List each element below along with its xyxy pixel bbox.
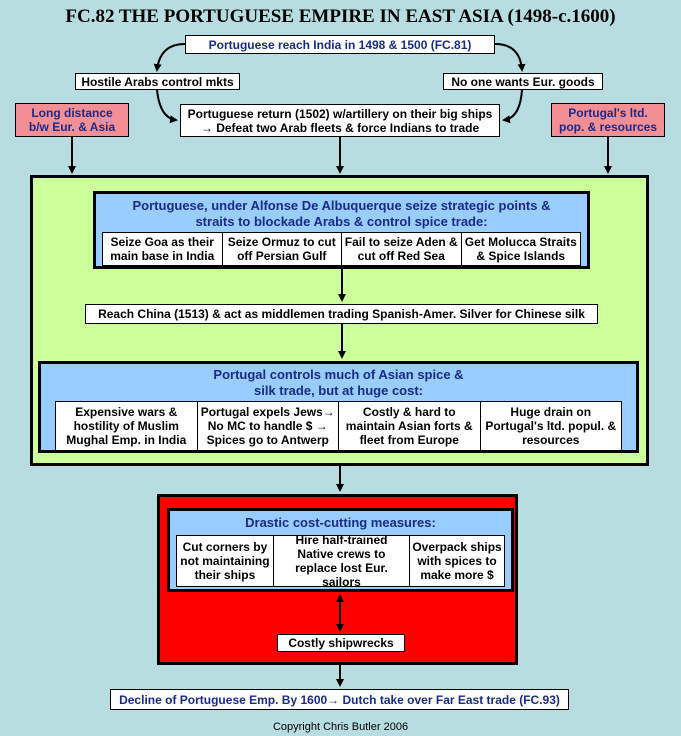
- cost-cutting-cell: Overpack ships with spices to make more …: [412, 540, 502, 582]
- cost-cutting-cells: Cut corners by not maintaining their shi…: [176, 533, 505, 589]
- page-title: FC.82 THE PORTUGUESE EMPIRE IN EAST ASIA…: [65, 6, 616, 27]
- left-pink-box: Long distance b/w Eur. & Asia: [15, 103, 129, 137]
- albuquerque-cell: Seize Ormuz to cut off Persian Gulf: [223, 233, 342, 265]
- albuquerque-cell: Get Molucca Straits & Spice Islands: [464, 235, 577, 263]
- arrow-right-cause-to-return: [502, 89, 523, 124]
- controls-cell: Portugal expels Jews→ No MC to handle $ …: [198, 402, 339, 450]
- albuquerque-cell: Seize Goa as their main base in India: [103, 233, 223, 265]
- arrow-top-to-left-cause: [153, 43, 186, 72]
- top-box: Portuguese reach India in 1498 & 1500 (F…: [185, 35, 495, 54]
- controls-heading: Portugal controls much of Asian spice & …: [213, 367, 464, 398]
- arrow-top-to-right-cause: [494, 43, 526, 72]
- copyright: Copyright Chris Butler 2006: [272, 721, 409, 733]
- albuquerque-cells: Seize Goa as their main base in India Se…: [102, 232, 581, 266]
- controls-cell: Costly & hard to maintain Asian forts & …: [339, 402, 481, 450]
- albuquerque-cell: Fail to seize Aden & cut off Red Sea: [342, 233, 462, 265]
- controls-cell: Expensive wars & hostility of Muslim Mug…: [56, 402, 198, 450]
- albuquerque-panel: Portuguese, under Alfonse De Albuquerque…: [93, 191, 590, 269]
- controls-panel: Portugal controls much of Asian spice & …: [38, 361, 639, 453]
- controls-cells: Expensive wars & hostility of Muslim Mug…: [55, 401, 622, 451]
- left-cause-box: Hostile Arabs control mkts: [75, 73, 240, 90]
- albuquerque-heading: Portuguese, under Alfonse De Albuquerque…: [132, 198, 551, 229]
- cost-cutting-heading: Drastic cost-cutting measures:: [245, 515, 436, 530]
- right-cause-box: No one wants Eur. goods: [443, 73, 603, 90]
- china-box: Reach China (1513) & act as middlemen tr…: [85, 304, 598, 324]
- return-line-2: → Defeat two Arab fleets & force Indians…: [200, 120, 480, 135]
- return-box: Portuguese return (1502) w/artillery on …: [180, 104, 500, 137]
- controls-cell: Huge drain on Portugal's ltd. popul. & r…: [485, 405, 617, 447]
- cost-cutting-panel: Drastic cost-cutting measures: Cut corne…: [167, 508, 514, 592]
- cost-cutting-cell: Cut corners by not maintaining their shi…: [177, 536, 274, 586]
- cost-cutting-cell: Hire half-trained Native crews to replac…: [274, 533, 411, 589]
- right-pink-box: Portugal's ltd. pop. & resources: [551, 103, 665, 137]
- decline-box: Decline of Portuguese Emp. By 1600→ Dutc…: [110, 689, 569, 710]
- arrow-left-cause-to-return: [156, 89, 178, 124]
- return-line-1: Portuguese return (1502) w/artillery on …: [187, 106, 493, 121]
- shipwrecks-box: Costly shipwrecks: [277, 634, 405, 652]
